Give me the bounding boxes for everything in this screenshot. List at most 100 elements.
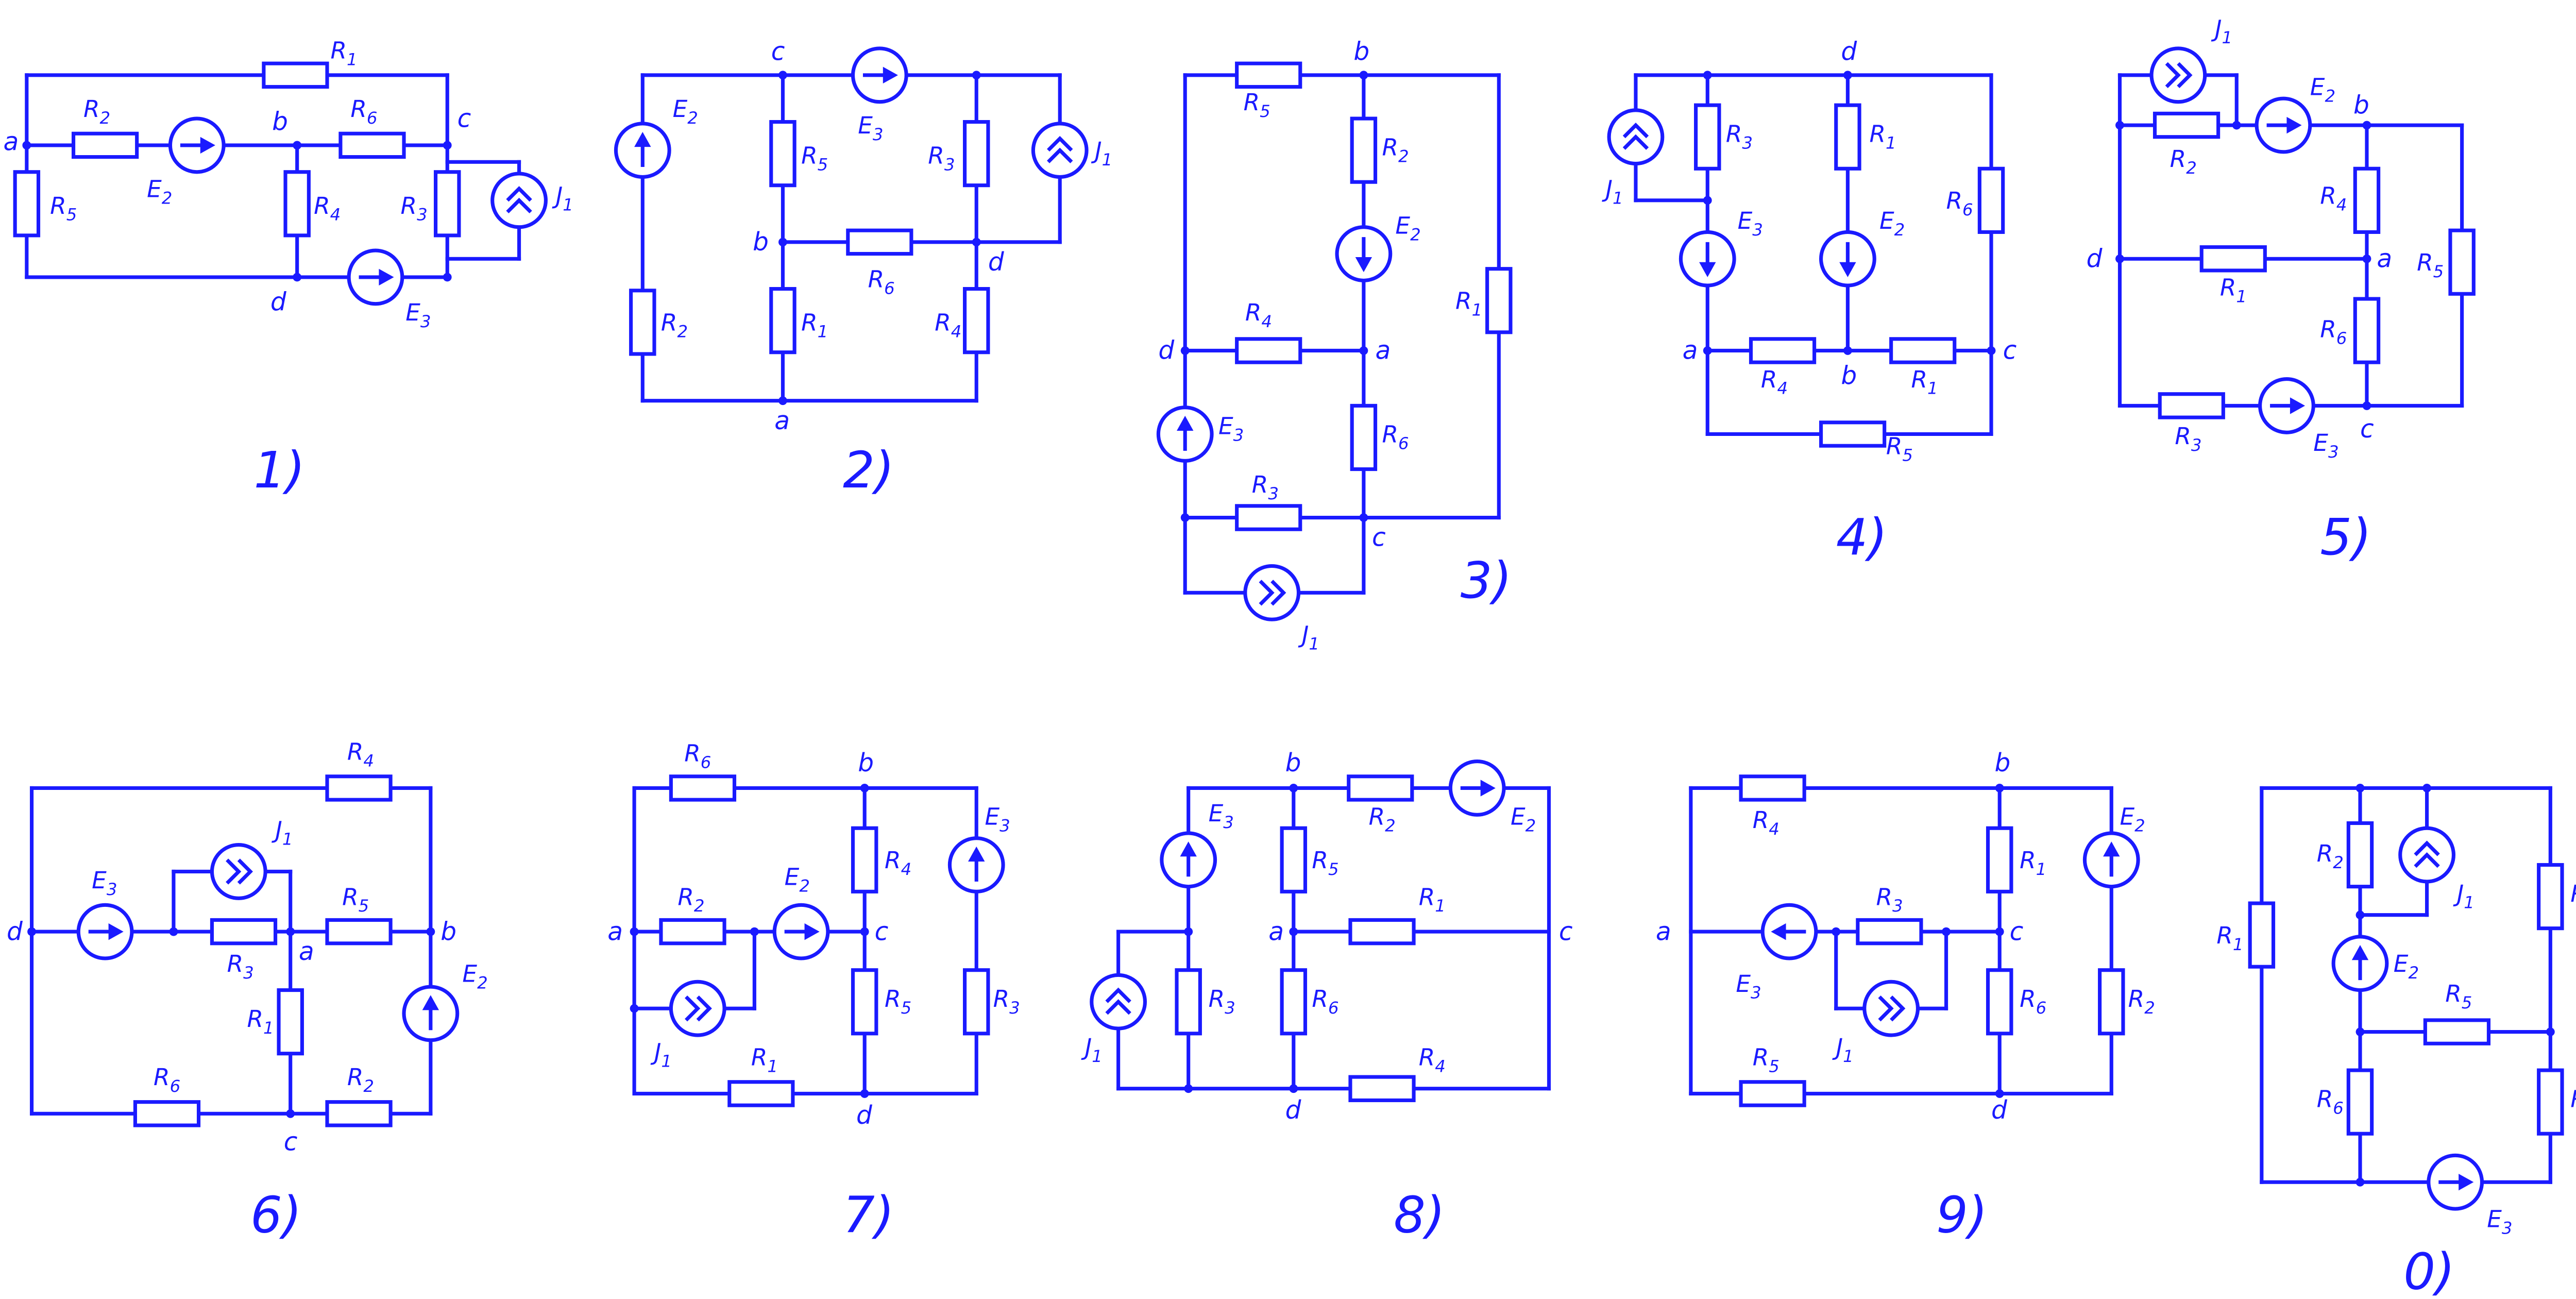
element-label-J1: J1 (1832, 1034, 1854, 1066)
node-label-c: c (771, 38, 785, 66)
element-label-R6: R6 (350, 95, 377, 128)
voltage-source-E2 (2255, 96, 2312, 154)
voltage-source-E3 (1679, 230, 1736, 288)
junction-dot (2362, 121, 2371, 130)
junction-dot (1703, 71, 1712, 80)
junction-dot (1995, 927, 2004, 936)
junction-dot (860, 1089, 869, 1098)
element-label-E3: E3 (858, 112, 883, 144)
resistor-R1 (1485, 267, 1513, 334)
current-source-J1 (2149, 46, 2207, 104)
node-label-a: a (774, 407, 790, 435)
resistor-R6 (1986, 968, 2013, 1036)
element-label-E2: E2 (147, 175, 172, 208)
element-label-R6: R6 (2317, 1085, 2344, 1118)
node-label-d: d (2087, 244, 2103, 273)
element-label-R1: R1 (330, 37, 357, 69)
junction-dot (169, 927, 178, 936)
voltage-source-E2 (772, 903, 830, 960)
element-label-R4: R4 (314, 192, 341, 225)
junction-dot (778, 238, 787, 247)
resistor-R1 (727, 1080, 795, 1107)
element-label-R1: R1 (2216, 922, 2243, 954)
node-label-a: a (1376, 336, 1391, 365)
element-label-R2: R2 (347, 1064, 374, 1096)
element-label-R5: R5 (342, 883, 369, 916)
junction-dot (2115, 121, 2124, 130)
element-label-J1: J1 (650, 1039, 672, 1071)
resistor-R5 (325, 918, 393, 946)
node-label-b: b (1353, 38, 1369, 66)
figure-caption: 8) (1394, 1186, 1445, 1244)
resistor-R3 (2537, 1068, 2564, 1136)
node-label-c: c (1372, 524, 1386, 552)
current-source-J1 (1862, 980, 1920, 1037)
resistor-R3 (963, 968, 990, 1036)
voltage-source-E2 (614, 122, 671, 179)
element-label-E3: E3 (985, 803, 1010, 836)
node-label-c: c (284, 1128, 298, 1157)
node-label-c: c (2003, 336, 2017, 365)
element-label-E2: E2 (2310, 74, 2335, 106)
resistor-R1 (1834, 103, 1861, 171)
element-label-R5: R5 (885, 985, 911, 1018)
element-label-R2: R2 (2128, 985, 2155, 1018)
element-label-R1: R1 (801, 309, 828, 342)
junction-dot (860, 927, 869, 936)
junction-dot (443, 141, 452, 150)
voltage-source-E2 (1819, 230, 1876, 288)
element-label-R1: R1 (751, 1043, 778, 1076)
element-label-E3: E3 (1218, 412, 1244, 445)
junction-dot (2355, 1177, 2365, 1187)
element-label-J1: J1 (552, 182, 573, 214)
node-label-d: d (270, 288, 287, 317)
resistor-R6 (1350, 403, 1378, 471)
element-label-R4: R4 (1761, 366, 1788, 398)
junction-dot (1184, 1084, 1193, 1093)
element-label-E3: E3 (2313, 429, 2338, 462)
node-label-b: b (272, 108, 288, 137)
element-label-E3: E3 (1736, 970, 1761, 1003)
element-label-R3: R3 (1726, 120, 1753, 153)
resistor-R1 (1986, 826, 2013, 893)
element-label-R3: R3 (227, 950, 254, 983)
element-label-R5: R5 (801, 142, 828, 175)
element-label-R4: R4 (1245, 299, 1272, 331)
element-label-R3: R3 (928, 142, 955, 175)
resistor-R2 (71, 131, 139, 159)
junction-dot (1180, 346, 1190, 355)
junction-dot (2362, 401, 2371, 410)
junction-dot (630, 927, 639, 936)
junction-dot (1359, 71, 1368, 80)
resistor-R4 (1348, 1075, 1416, 1102)
current-source-J1 (210, 843, 267, 900)
resistor-R6 (669, 774, 737, 802)
node-label-b: b (753, 228, 769, 257)
element-label-E2: E2 (673, 95, 698, 128)
resistor-R3 (210, 918, 278, 946)
element-label-R6: R6 (2020, 985, 2046, 1018)
node-label-c: c (875, 917, 889, 946)
figure-caption: 5) (2320, 508, 2371, 566)
junction-dot (1843, 71, 1852, 80)
element-label-J1: J1 (272, 817, 293, 849)
element-label-R5: R5 (1886, 432, 1913, 465)
node-label-d: d (1841, 38, 1857, 66)
figure-caption: 2) (843, 441, 894, 499)
element-label-R1: R1 (1911, 366, 1938, 398)
voltage-source-E3 (2427, 1153, 2484, 1211)
element-label-E3: E3 (92, 867, 117, 899)
junction-dot (1359, 513, 1368, 522)
current-source-J1 (1031, 122, 1089, 179)
node-label-a: a (1656, 917, 1671, 946)
element-label-E2: E2 (1879, 207, 1905, 240)
junction-dot (1184, 927, 1193, 936)
element-label-R2: R2 (1382, 133, 1409, 166)
node-label-c: c (2010, 917, 2024, 946)
element-label-E2: E2 (462, 960, 487, 992)
figure-caption: 3) (1461, 551, 1512, 610)
